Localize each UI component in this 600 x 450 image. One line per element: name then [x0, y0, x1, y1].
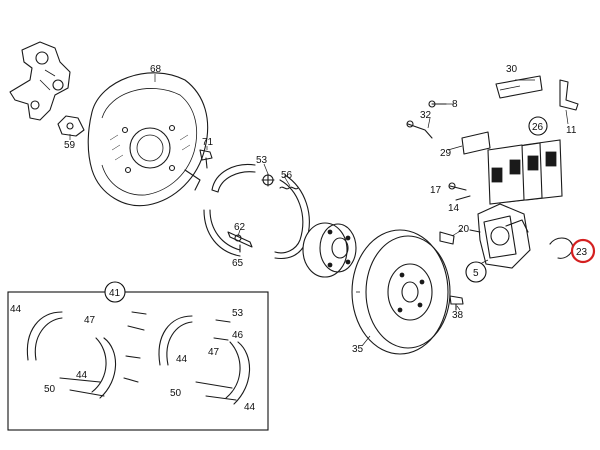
inset-shoe-right-a[interactable]: [158, 315, 193, 366]
adjusting-unit-62[interactable]: [227, 231, 253, 253]
wear-sensor-29[interactable]: [461, 131, 491, 155]
brake-caliper[interactable]: [469, 203, 531, 269]
callout-38: 38: [452, 310, 464, 321]
parking-brake-shoe-upper[interactable]: [211, 163, 256, 193]
callout-44-inset-d: 44: [244, 402, 256, 413]
callout-50-inset-b: 50: [170, 388, 182, 399]
callout-53-main: 53: [256, 155, 268, 166]
bolt-71[interactable]: [199, 149, 213, 169]
callout-17: 17: [430, 185, 442, 196]
inset-springs[interactable]: [59, 377, 237, 401]
callout-53-inset: 53: [232, 308, 244, 319]
steering-knuckle[interactable]: [9, 41, 71, 121]
bolt-38[interactable]: [449, 295, 464, 311]
brake-pad-set[interactable]: [487, 139, 563, 205]
callout-46: 46: [232, 330, 244, 341]
callout-44-inset-c: 44: [176, 354, 188, 365]
spring-clip-11[interactable]: [559, 79, 579, 111]
callout-65: 65: [232, 258, 244, 269]
callout-71: 71: [202, 137, 214, 148]
callout-44-inset-a: 44: [10, 304, 22, 315]
anti-rattle-clip-30[interactable]: [495, 75, 543, 99]
callout-35: 35: [352, 344, 364, 355]
callout-68: 68: [150, 64, 162, 75]
callout-23[interactable]: 23: [576, 247, 588, 258]
callout-41: 41: [109, 288, 121, 299]
bolt-20[interactable]: [439, 231, 455, 245]
callout-56: 56: [281, 170, 293, 181]
inset-shoe-right-b[interactable]: [225, 341, 251, 405]
bolt-8[interactable]: [428, 100, 447, 108]
callout-47-inset-a: 47: [84, 315, 96, 326]
callout-14: 14: [448, 203, 460, 214]
bracket-59[interactable]: [57, 115, 85, 140]
pin-17[interactable]: [448, 182, 467, 191]
backing-plate[interactable]: [87, 72, 209, 207]
inset-shoe-left-b[interactable]: [91, 337, 117, 399]
callout-44-inset-b: 44: [76, 370, 88, 381]
callout-62: 62: [234, 222, 246, 233]
inset-pins[interactable]: [123, 311, 231, 383]
callout-11: 11: [566, 125, 577, 136]
spring-56[interactable]: [279, 186, 299, 190]
parking-brake-shoe-lower[interactable]: [203, 209, 241, 257]
callout-29: 29: [440, 148, 452, 159]
wheel-hub[interactable]: [302, 222, 357, 278]
callout-50-inset-a: 50: [44, 384, 56, 395]
bleeder-32[interactable]: [406, 120, 433, 139]
pin-14[interactable]: [455, 195, 471, 201]
callout-30: 30: [506, 64, 518, 75]
callout-5-circle: [465, 261, 487, 283]
parking-brake-kit-inset: [7, 291, 269, 431]
callout-5: 5: [473, 268, 479, 279]
callout-26: 26: [532, 122, 544, 133]
brake-disc[interactable]: [351, 229, 451, 355]
callout-41-circle: [104, 281, 126, 303]
adjuster-53[interactable]: [261, 173, 275, 187]
callout-26-circle: [528, 116, 548, 136]
callout-20: 20: [458, 224, 470, 235]
callout-59: 59: [64, 140, 76, 151]
callout-8: 8: [452, 99, 458, 110]
callout-32: 32: [420, 110, 432, 121]
callout-47-inset-b: 47: [208, 347, 220, 358]
seal-kit-23-part[interactable]: [549, 237, 574, 259]
callout-23-highlight[interactable]: [570, 238, 596, 264]
inset-shoe-left-a[interactable]: [26, 311, 63, 361]
